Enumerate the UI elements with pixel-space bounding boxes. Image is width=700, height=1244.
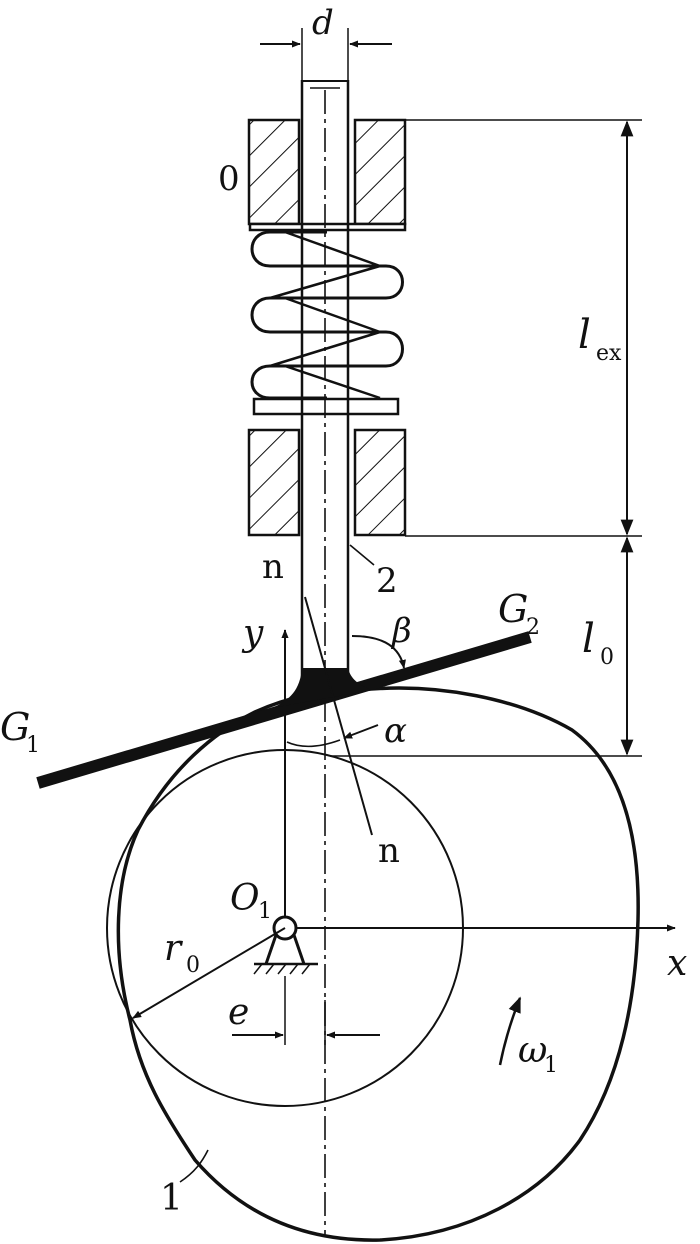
beta-angle (351, 635, 406, 669)
leader-follower-2 (349, 544, 375, 566)
label-g2: G (498, 587, 528, 631)
dimension-lex-l0 (330, 119, 642, 757)
lower-guide (247, 428, 407, 537)
cam-profile (116, 686, 640, 1242)
alpha-angle (286, 724, 379, 748)
label-r0: r (164, 928, 183, 969)
label-g1: G (0, 705, 30, 749)
label-o1: O (230, 878, 260, 919)
label-e: e (228, 992, 249, 1033)
dimension-d (260, 28, 392, 80)
pivot-o1 (253, 915, 318, 975)
follower-rod (300, 80, 350, 690)
upper-guide (247, 118, 407, 226)
label-cam-1: 1 (160, 1178, 183, 1219)
label-n-bottom: n (378, 831, 400, 871)
label-g2-sub: 2 (526, 615, 540, 640)
label-d: d (312, 3, 334, 43)
label-follower-2: 2 (376, 561, 398, 601)
omega-rotation-arrow (498, 996, 522, 1066)
label-l0: l (582, 616, 595, 662)
label-alpha: α (384, 711, 407, 751)
normal-line (304, 596, 373, 836)
label-beta: β (390, 611, 412, 651)
label-omega: ω (518, 1030, 547, 1071)
label-l-ex: l (578, 312, 591, 358)
r0-radius (132, 927, 286, 1019)
label-n-top: n (262, 547, 284, 587)
label-x-axis: x (667, 943, 687, 984)
leader-cam-1 (179, 1149, 209, 1183)
weld-fillet (272, 668, 372, 708)
label-y-axis: y (241, 613, 264, 654)
dimension-e (232, 976, 380, 1045)
label-l0-sub: 0 (600, 645, 614, 670)
spring (248, 222, 407, 416)
label-g1-sub: 1 (26, 733, 40, 758)
label-omega-sub: 1 (544, 1053, 558, 1078)
label-r0-sub: 0 (186, 953, 200, 978)
label-l-ex-sub: ex (596, 341, 622, 366)
label-o1-sub: 1 (258, 899, 272, 924)
label-frame-0: 0 (218, 159, 240, 199)
